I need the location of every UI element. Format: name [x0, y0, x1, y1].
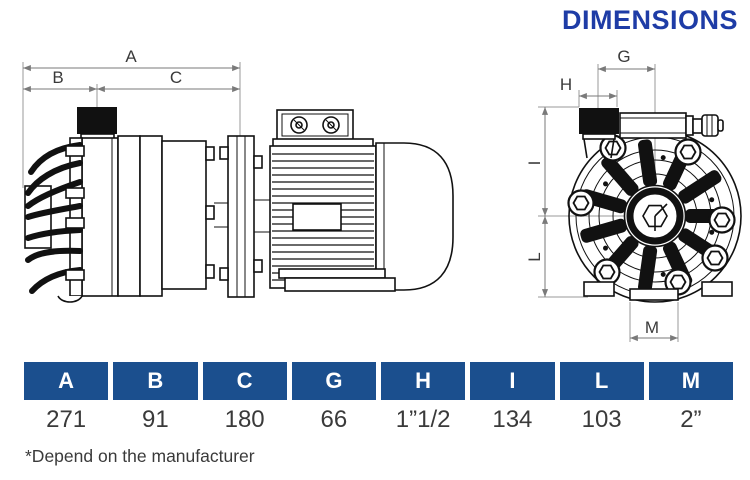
dim-label-l: L — [525, 252, 544, 261]
front-view: G H I L M — [525, 47, 742, 342]
dim-label-a: A — [125, 47, 137, 66]
dim-label-h: H — [560, 75, 572, 94]
table-header-g: G — [291, 362, 376, 400]
table-value-b: 91 — [142, 406, 169, 433]
dim-label-g: G — [617, 47, 630, 66]
front-hub — [623, 184, 687, 248]
table-header-h: H — [381, 362, 466, 400]
table-value-i: 134 — [492, 406, 533, 433]
side-motor — [269, 109, 454, 292]
dim-label-c: C — [170, 68, 182, 87]
table-value-row: 271 91 180 66 1”1/2 134 103 2” — [24, 402, 733, 438]
table-header-l: L — [559, 362, 644, 400]
table-value-m: 2” — [680, 406, 702, 433]
side-pump-head — [24, 137, 119, 303]
front-feet — [583, 281, 733, 301]
pump-dimensional-drawing: A B C — [22, 47, 742, 342]
side-casing-flanges — [117, 135, 228, 297]
dimensions-table: A B C G H I L M 271 91 180 66 1”1/2 134 … — [24, 362, 733, 438]
front-pump-body — [567, 129, 742, 303]
table-value-c: 180 — [224, 406, 265, 433]
dim-label-i: I — [525, 161, 544, 166]
table-value-g: 66 — [320, 406, 348, 433]
table-header-a: A — [24, 362, 109, 400]
front-rivet-dots — [603, 155, 715, 277]
dim-label-m: M — [645, 318, 659, 337]
table-value-a: 271 — [46, 406, 87, 433]
side-discharge-port — [77, 107, 117, 141]
table-header-i: I — [470, 362, 555, 400]
table-header-row: A B C G H I L M — [24, 362, 733, 400]
table-value-h: 1”1/2 — [395, 406, 451, 433]
side-motor-flange — [219, 135, 270, 298]
page-title: DIMENSIONS — [561, 5, 738, 35]
table-value-l: 103 — [581, 406, 622, 433]
side-view: A B C — [22, 47, 454, 303]
footnote: *Depend on the manufacturer — [25, 446, 255, 466]
front-terminal-box — [619, 112, 724, 139]
table-header-m: M — [648, 362, 733, 400]
cable-gland — [701, 114, 719, 137]
table-header-b: B — [113, 362, 198, 400]
front-suction-port — [579, 108, 619, 159]
table-header-c: C — [202, 362, 287, 400]
dim-label-b: B — [52, 68, 63, 87]
motor-nameplate — [292, 203, 342, 231]
